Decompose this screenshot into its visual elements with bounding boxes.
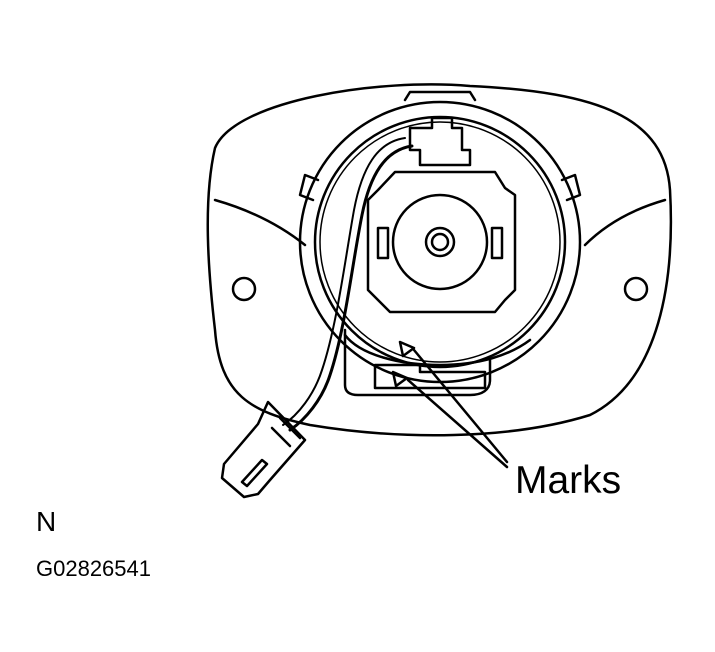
inner-plate (366, 170, 517, 314)
lower-base (343, 328, 492, 397)
marks-label: Marks (515, 459, 622, 502)
ring-right-notch (560, 173, 582, 202)
housing-contour-left (213, 198, 307, 247)
plug-slot (240, 458, 269, 488)
outer-ring-inner (313, 115, 567, 369)
figure-code: G02826541 (36, 556, 151, 581)
inner-plate-slot-right (490, 226, 504, 260)
lower-arc (343, 333, 532, 367)
hub-outer (391, 193, 489, 291)
outer-ring (298, 100, 582, 384)
plug-collar-2 (270, 426, 292, 448)
mounting-hole-right (623, 276, 649, 302)
cable-edge (282, 137, 406, 426)
leader-line-upper (412, 348, 509, 464)
mark-triangle-lower (391, 370, 409, 388)
ring-groove (319, 121, 561, 363)
cable (288, 144, 414, 432)
view-letter: N (36, 506, 57, 537)
hub-mid (424, 226, 456, 258)
inner-plate-slot-left (376, 226, 390, 260)
ring-top-tab (403, 90, 477, 102)
plug-body (220, 400, 307, 499)
housing-outline (206, 83, 673, 437)
housing-contour-right (583, 198, 667, 247)
mounting-hole-left (231, 276, 257, 302)
plug-collar (278, 416, 302, 440)
ring-left-notch (298, 173, 320, 202)
hub-center (430, 232, 450, 252)
leader-line-lower (406, 378, 509, 469)
mark-triangle-upper (398, 340, 416, 358)
top-connector (408, 116, 472, 167)
